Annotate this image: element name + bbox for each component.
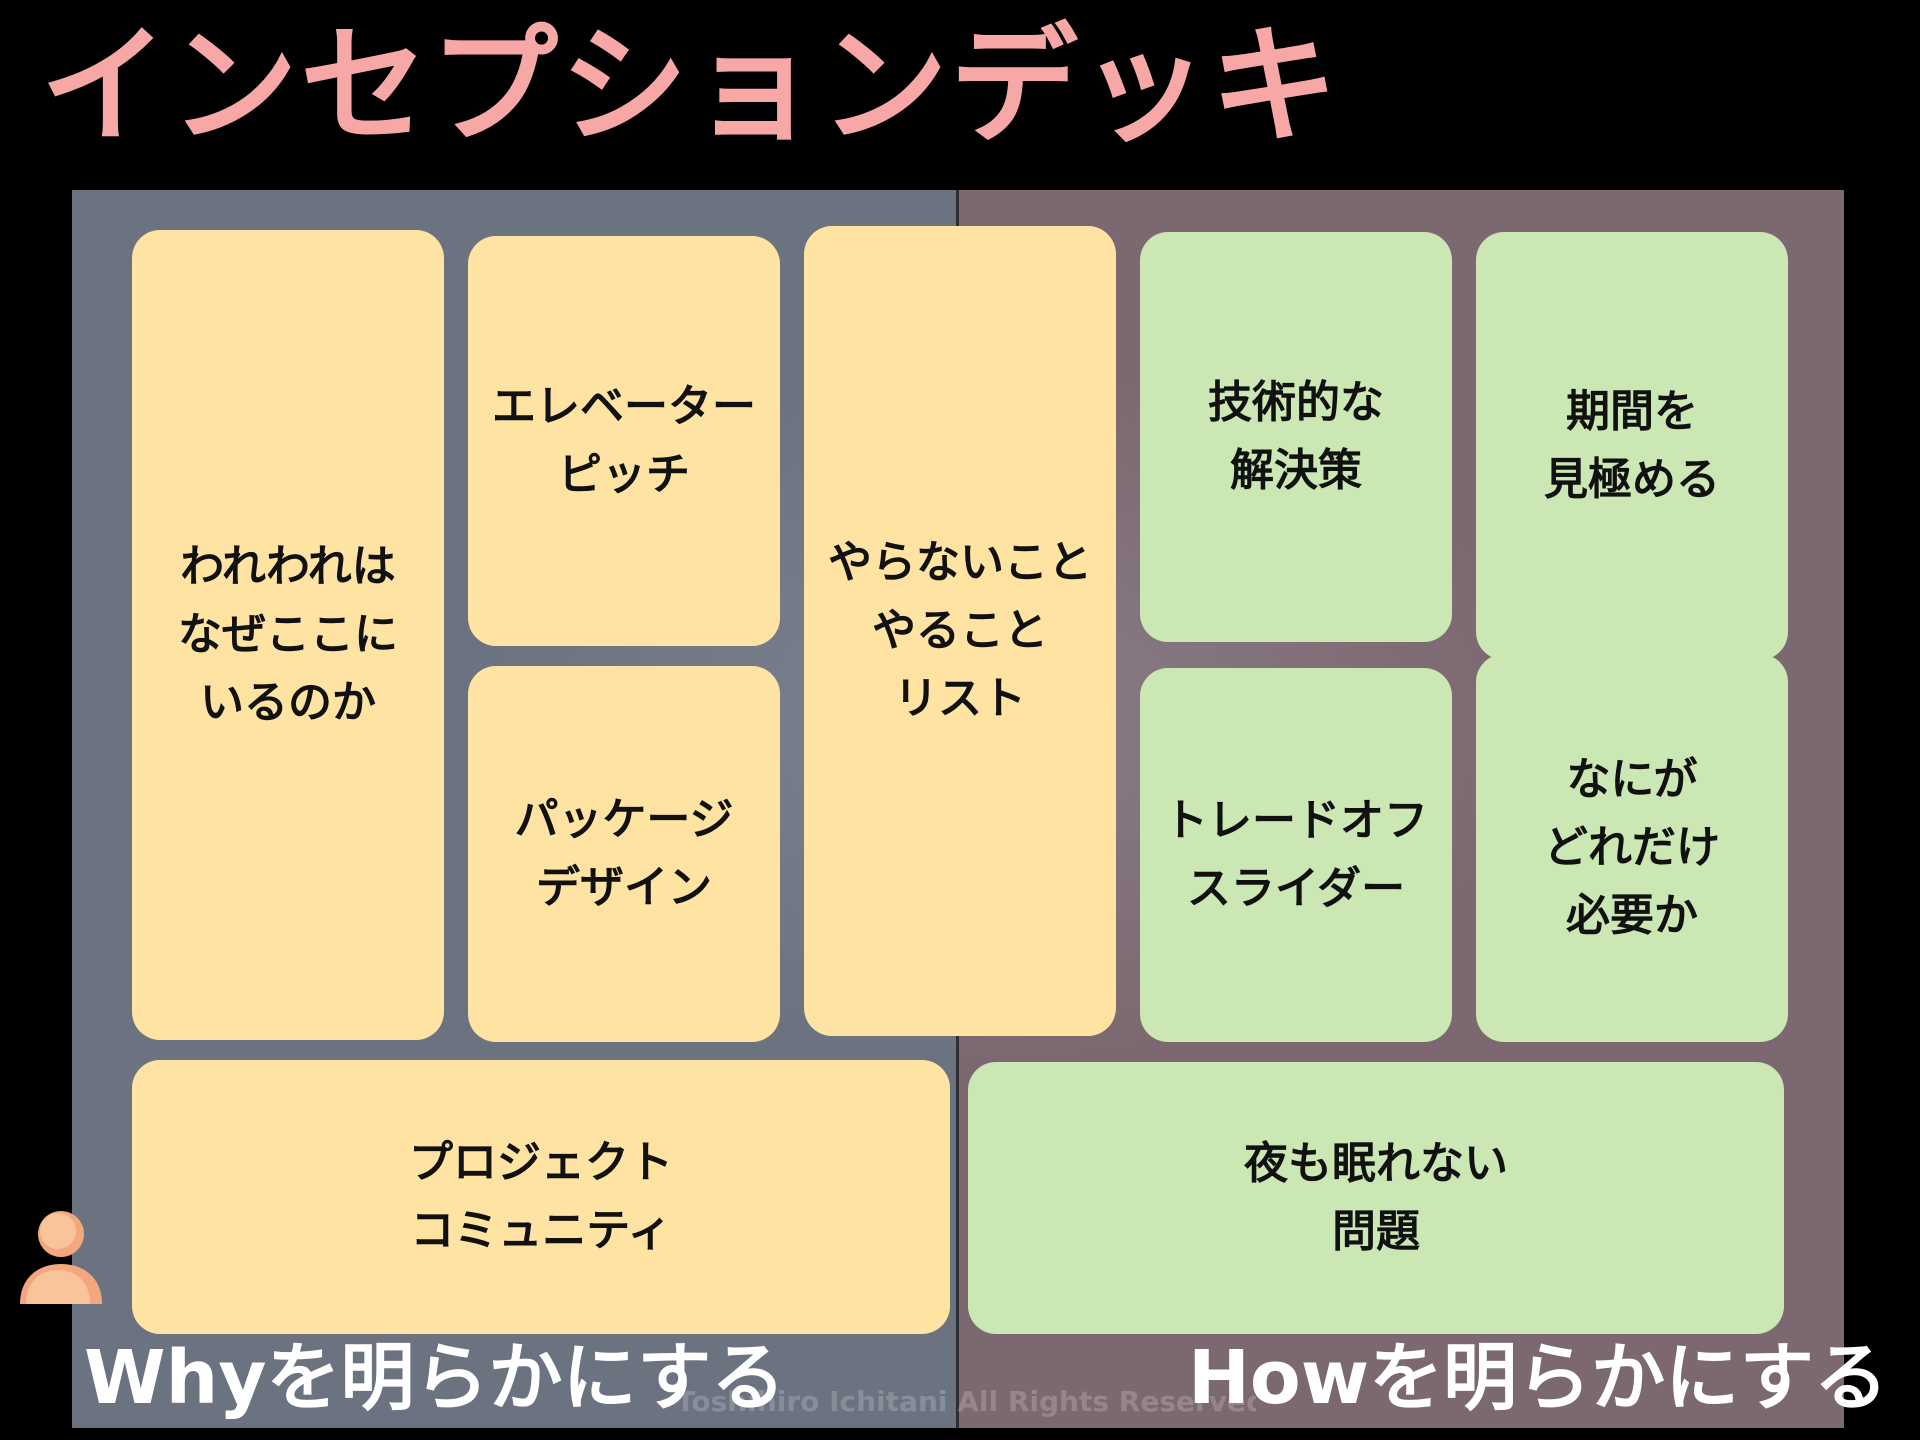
card-package-design: パッケージ デザイン bbox=[468, 666, 780, 1042]
card-label: プロジェクト コミュニティ bbox=[409, 1137, 673, 1256]
card-tradeoff-sliders: トレードオフ スライダー bbox=[1140, 668, 1452, 1042]
card-why-are-we-here: われわれは なぜここに いるのか bbox=[132, 230, 444, 1040]
card-label: 技術的な 解決策 bbox=[1208, 377, 1384, 496]
card-label: 夜も眠れない 問題 bbox=[1244, 1138, 1508, 1257]
card-sleepless-problems: 夜も眠れない 問題 bbox=[968, 1062, 1784, 1334]
card-label: やらないこと やること リスト bbox=[828, 537, 1092, 724]
card-not-list: やらないこと やること リスト bbox=[804, 226, 1116, 1036]
card-label: 期間を 見極める bbox=[1544, 386, 1720, 505]
card-label: なにが どれだけ 必要か bbox=[1544, 754, 1720, 941]
card-project-community: プロジェクト コミュニティ bbox=[132, 1060, 950, 1334]
how-caption: Howを明らかにする bbox=[1188, 1335, 1888, 1421]
card-what-how-much: なにが どれだけ 必要か bbox=[1476, 654, 1788, 1042]
slide-title: インセプションデッキ bbox=[40, 12, 1341, 161]
card-label: トレードオフ スライダー bbox=[1164, 795, 1428, 914]
why-caption: Whyを明らかにする bbox=[84, 1335, 786, 1421]
person-icon bbox=[20, 1211, 102, 1304]
card-timebox: 期間を 見極める bbox=[1476, 232, 1788, 660]
card-technical-solution: 技術的な 解決策 bbox=[1140, 232, 1452, 642]
card-elevator-pitch: エレベーター ピッチ bbox=[468, 236, 780, 646]
card-label: パッケージ デザイン bbox=[514, 794, 734, 913]
card-label: われわれは なぜここに いるのか bbox=[178, 541, 398, 728]
copyright-watermark: Toshihiro Ichitani All Rights Reserved. bbox=[676, 1385, 1256, 1418]
card-label: エレベーター ピッチ bbox=[492, 381, 756, 500]
